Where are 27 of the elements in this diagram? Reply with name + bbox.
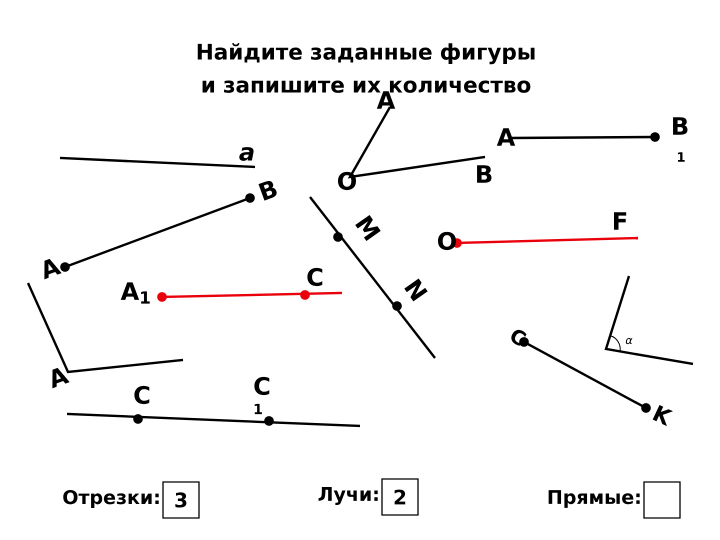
letter-label: A — [496, 128, 516, 146]
answer-label: Лучи: — [318, 487, 378, 505]
letter-label: M — [355, 215, 381, 241]
letter-label: B — [477, 165, 492, 183]
letter-label: A — [376, 91, 396, 109]
answer-label: Отрезки: — [63, 490, 159, 508]
letter-label: F — [614, 212, 626, 230]
letter-label: a — [239, 147, 254, 161]
answer-box: 2 — [381, 478, 419, 516]
letter-label: C — [134, 386, 150, 404]
letter-label: 1 — [254, 404, 262, 414]
letter-label: α — [626, 338, 632, 344]
letter-label: C — [254, 376, 270, 396]
letter-label: A$_{1}$ — [120, 282, 150, 304]
letter-label: C — [511, 330, 526, 346]
letter-label: B — [673, 117, 688, 135]
answer-label: Прямые: — [548, 490, 640, 508]
letter-label: B — [258, 180, 277, 201]
letter-label: A — [44, 258, 62, 280]
answer-box: 3 — [162, 481, 200, 519]
letter-label: K — [652, 404, 673, 426]
letter-label: O — [438, 232, 456, 250]
letter-label: C — [307, 268, 322, 286]
answer-box — [643, 481, 681, 519]
letter-label: 1 — [678, 152, 685, 162]
letter-label: A — [52, 368, 70, 388]
letter-label: N — [404, 278, 428, 302]
